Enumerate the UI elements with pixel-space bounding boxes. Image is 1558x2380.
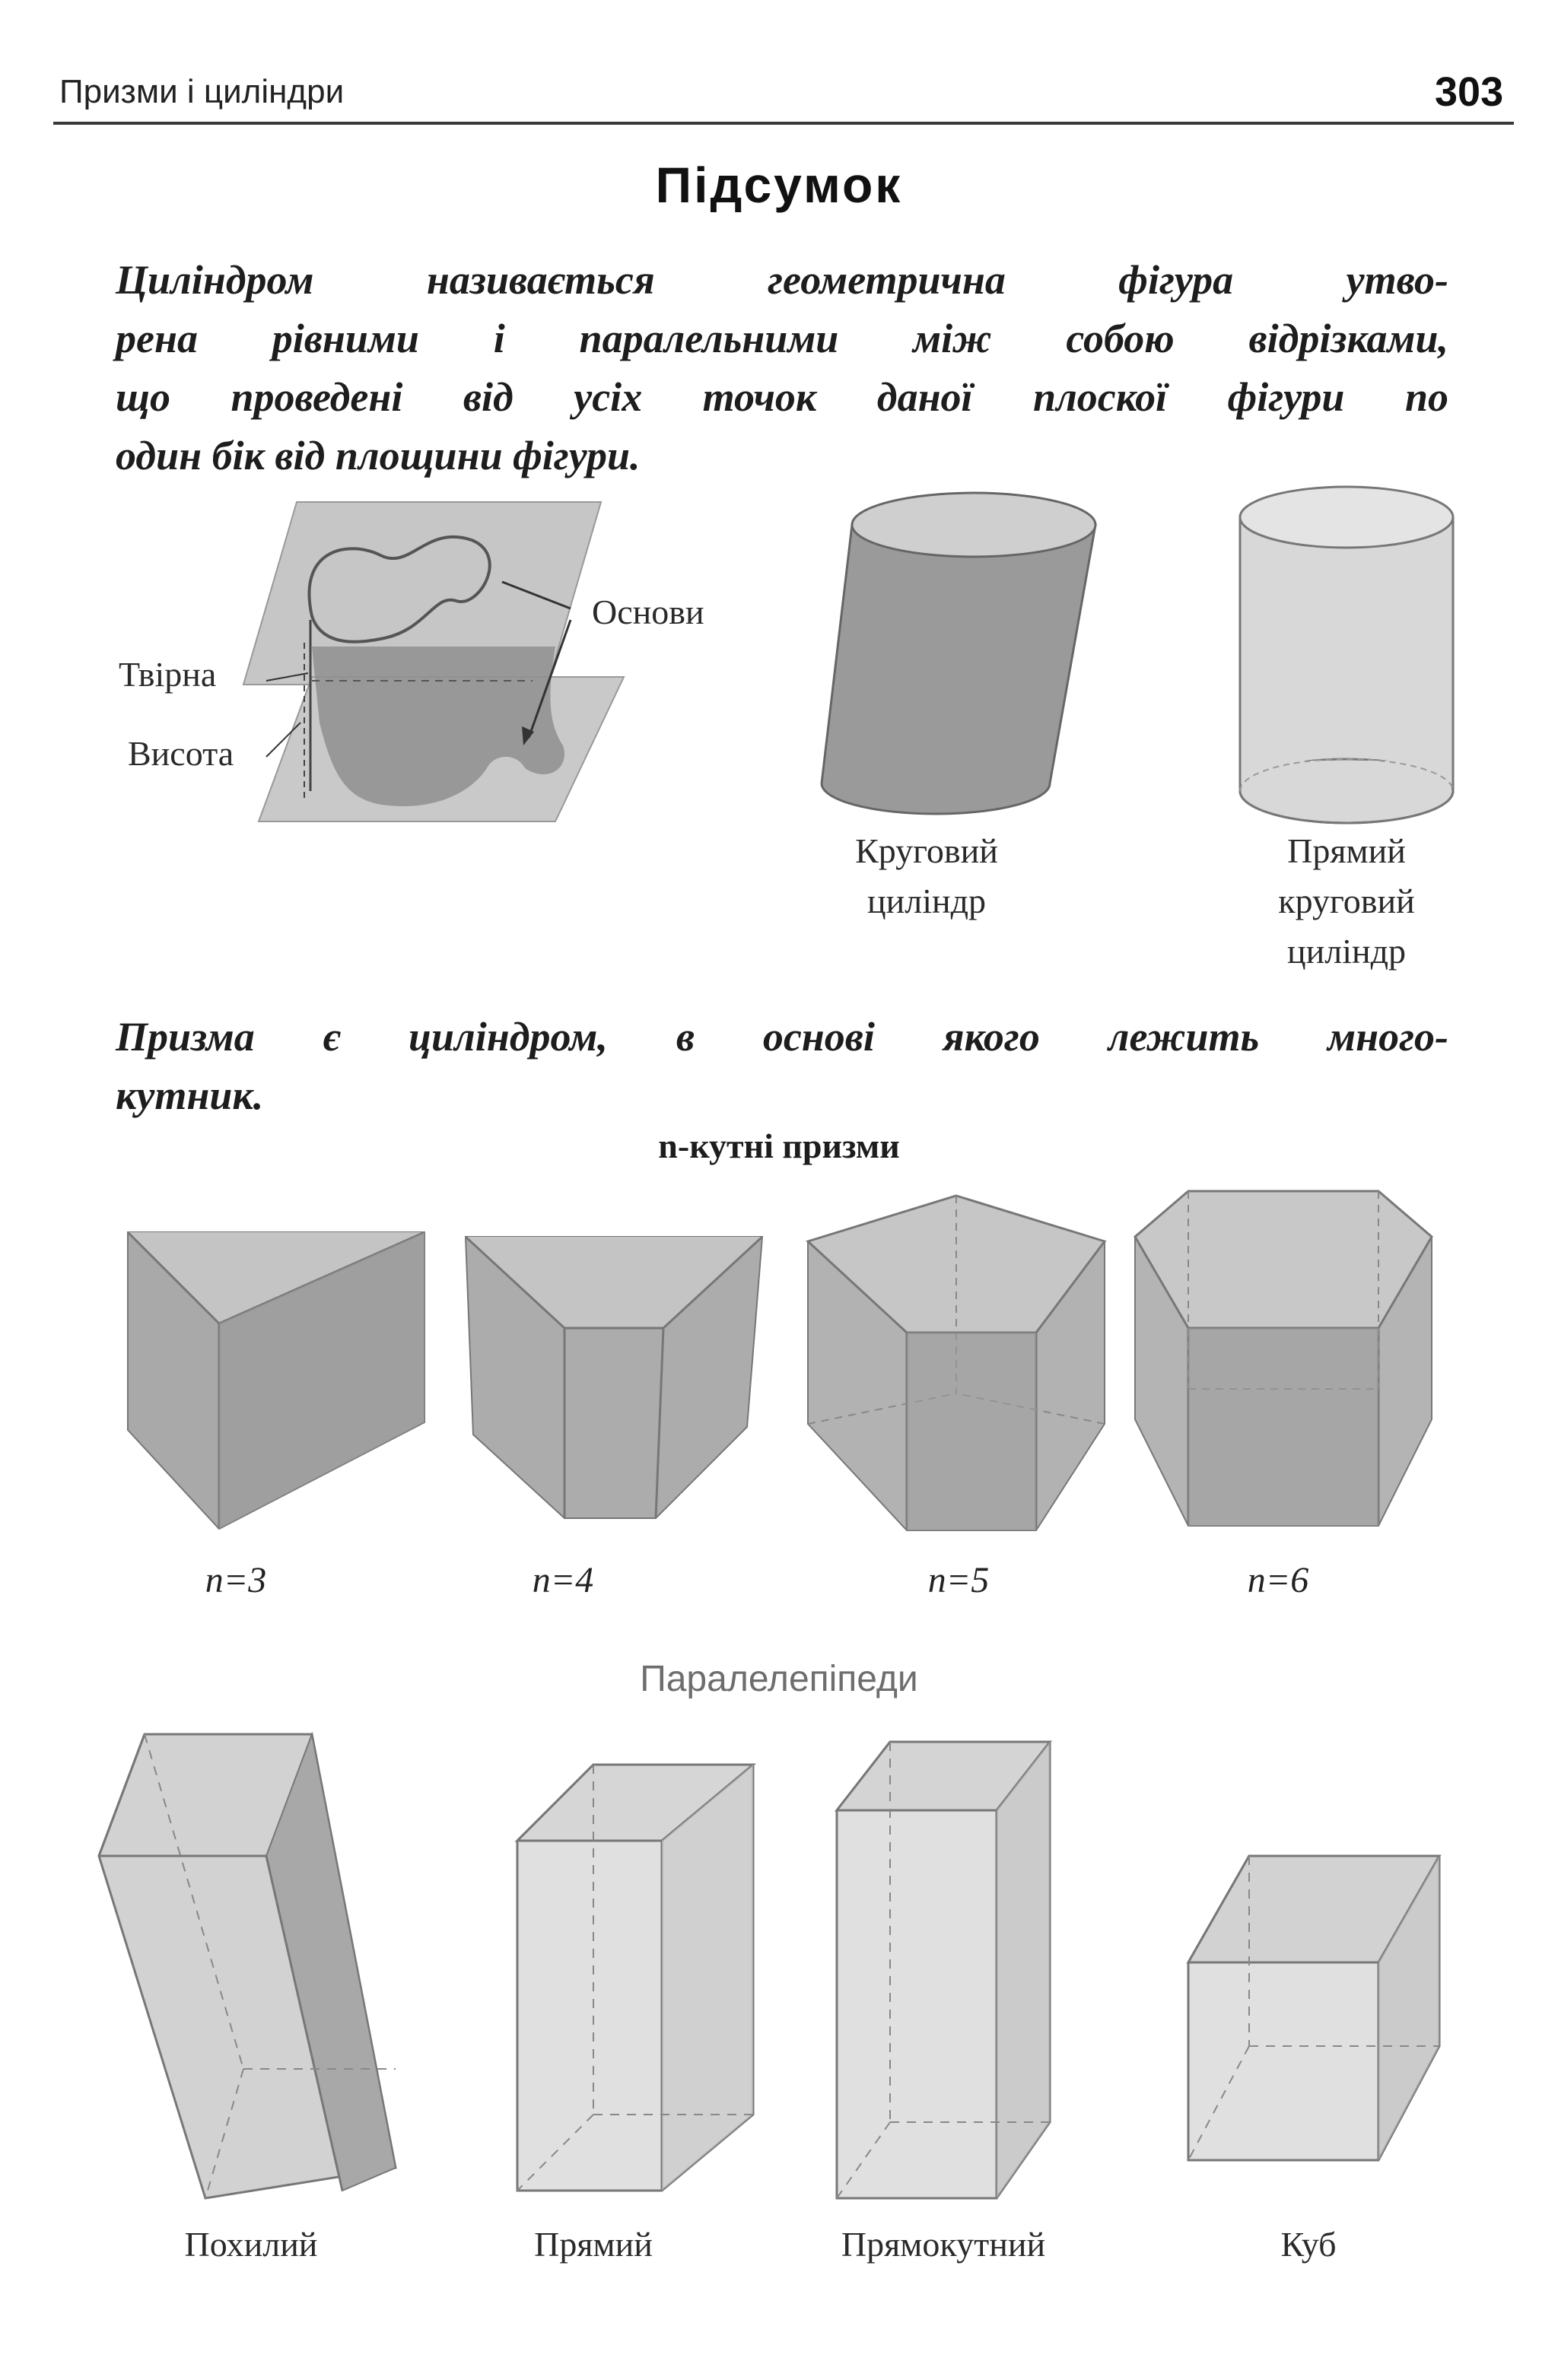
right-circular-cylinder-figure	[1238, 485, 1455, 825]
cube-figure	[1186, 1854, 1442, 2162]
bases-arrow-bottom	[527, 619, 572, 739]
cylinder-caption-line: круговий	[1278, 882, 1415, 920]
prism-n6-figure	[1134, 1190, 1433, 1527]
parallelepiped-label: Похилий	[184, 2225, 318, 2264]
rectangular-parallelepiped-figure	[834, 1740, 1053, 2200]
general-cylinder-figure	[242, 501, 625, 822]
bases-arrow-top	[501, 580, 571, 610]
height-pointer	[265, 722, 301, 758]
cylinder-body	[312, 647, 564, 806]
prism-definition-line: Призма є циліндром, в основі якого лежит…	[116, 1014, 1448, 1060]
prism-n5-figure	[806, 1194, 1107, 1531]
parallelepiped-label: Прямий	[534, 2225, 653, 2264]
page-title: Підсумок	[655, 157, 903, 213]
generatrix-label: Твірна	[119, 655, 217, 694]
right-parallelepiped-figure	[514, 1763, 757, 2192]
height-label: Висота	[128, 734, 234, 773]
definition-line: один бік від площини фігури.	[116, 433, 641, 478]
prism-n4-figure	[464, 1235, 764, 1519]
running-head: Призми і циліндри	[59, 73, 345, 110]
prism-label: n=3	[205, 1560, 267, 1600]
definition-line: рена рівними і паралельними між собою ві…	[116, 316, 1448, 361]
bases-label: Основи	[592, 593, 704, 631]
header-rule	[53, 122, 1514, 125]
prism-definition-line: кутник.	[116, 1072, 264, 1118]
oblique-parallelepiped-figure	[97, 1731, 397, 2200]
parallelepipeds-heading: Паралелепіпеди	[640, 1659, 918, 1699]
prisms-heading: n-кутні призми	[658, 1126, 900, 1165]
prism-n3-figure	[126, 1231, 425, 1530]
definition-line: що проведені від усіх точок даної плоско…	[116, 374, 1448, 420]
top-base-curve	[307, 535, 491, 643]
cylinder-caption-line: Круговий	[855, 831, 998, 870]
parallelepiped-label: Прямокутний	[841, 2225, 1046, 2264]
parallelepiped-label: Куб	[1280, 2225, 1337, 2264]
page-number: 303	[1435, 69, 1504, 115]
prism-label: n=6	[1247, 1560, 1309, 1600]
cylinder-caption-line: циліндр	[867, 882, 986, 920]
definition-line: Циліндром називається геометрична фігура…	[116, 257, 1448, 303]
cylinder-caption-line: Прямий	[1287, 831, 1406, 870]
circular-cylinder-figure	[820, 491, 1097, 815]
generatrix-pointer	[265, 672, 309, 682]
prism-label: n=5	[927, 1560, 990, 1600]
cylinder-caption-line: циліндр	[1287, 932, 1406, 971]
prism-label: n=4	[532, 1560, 594, 1600]
arrow-head	[522, 726, 534, 745]
